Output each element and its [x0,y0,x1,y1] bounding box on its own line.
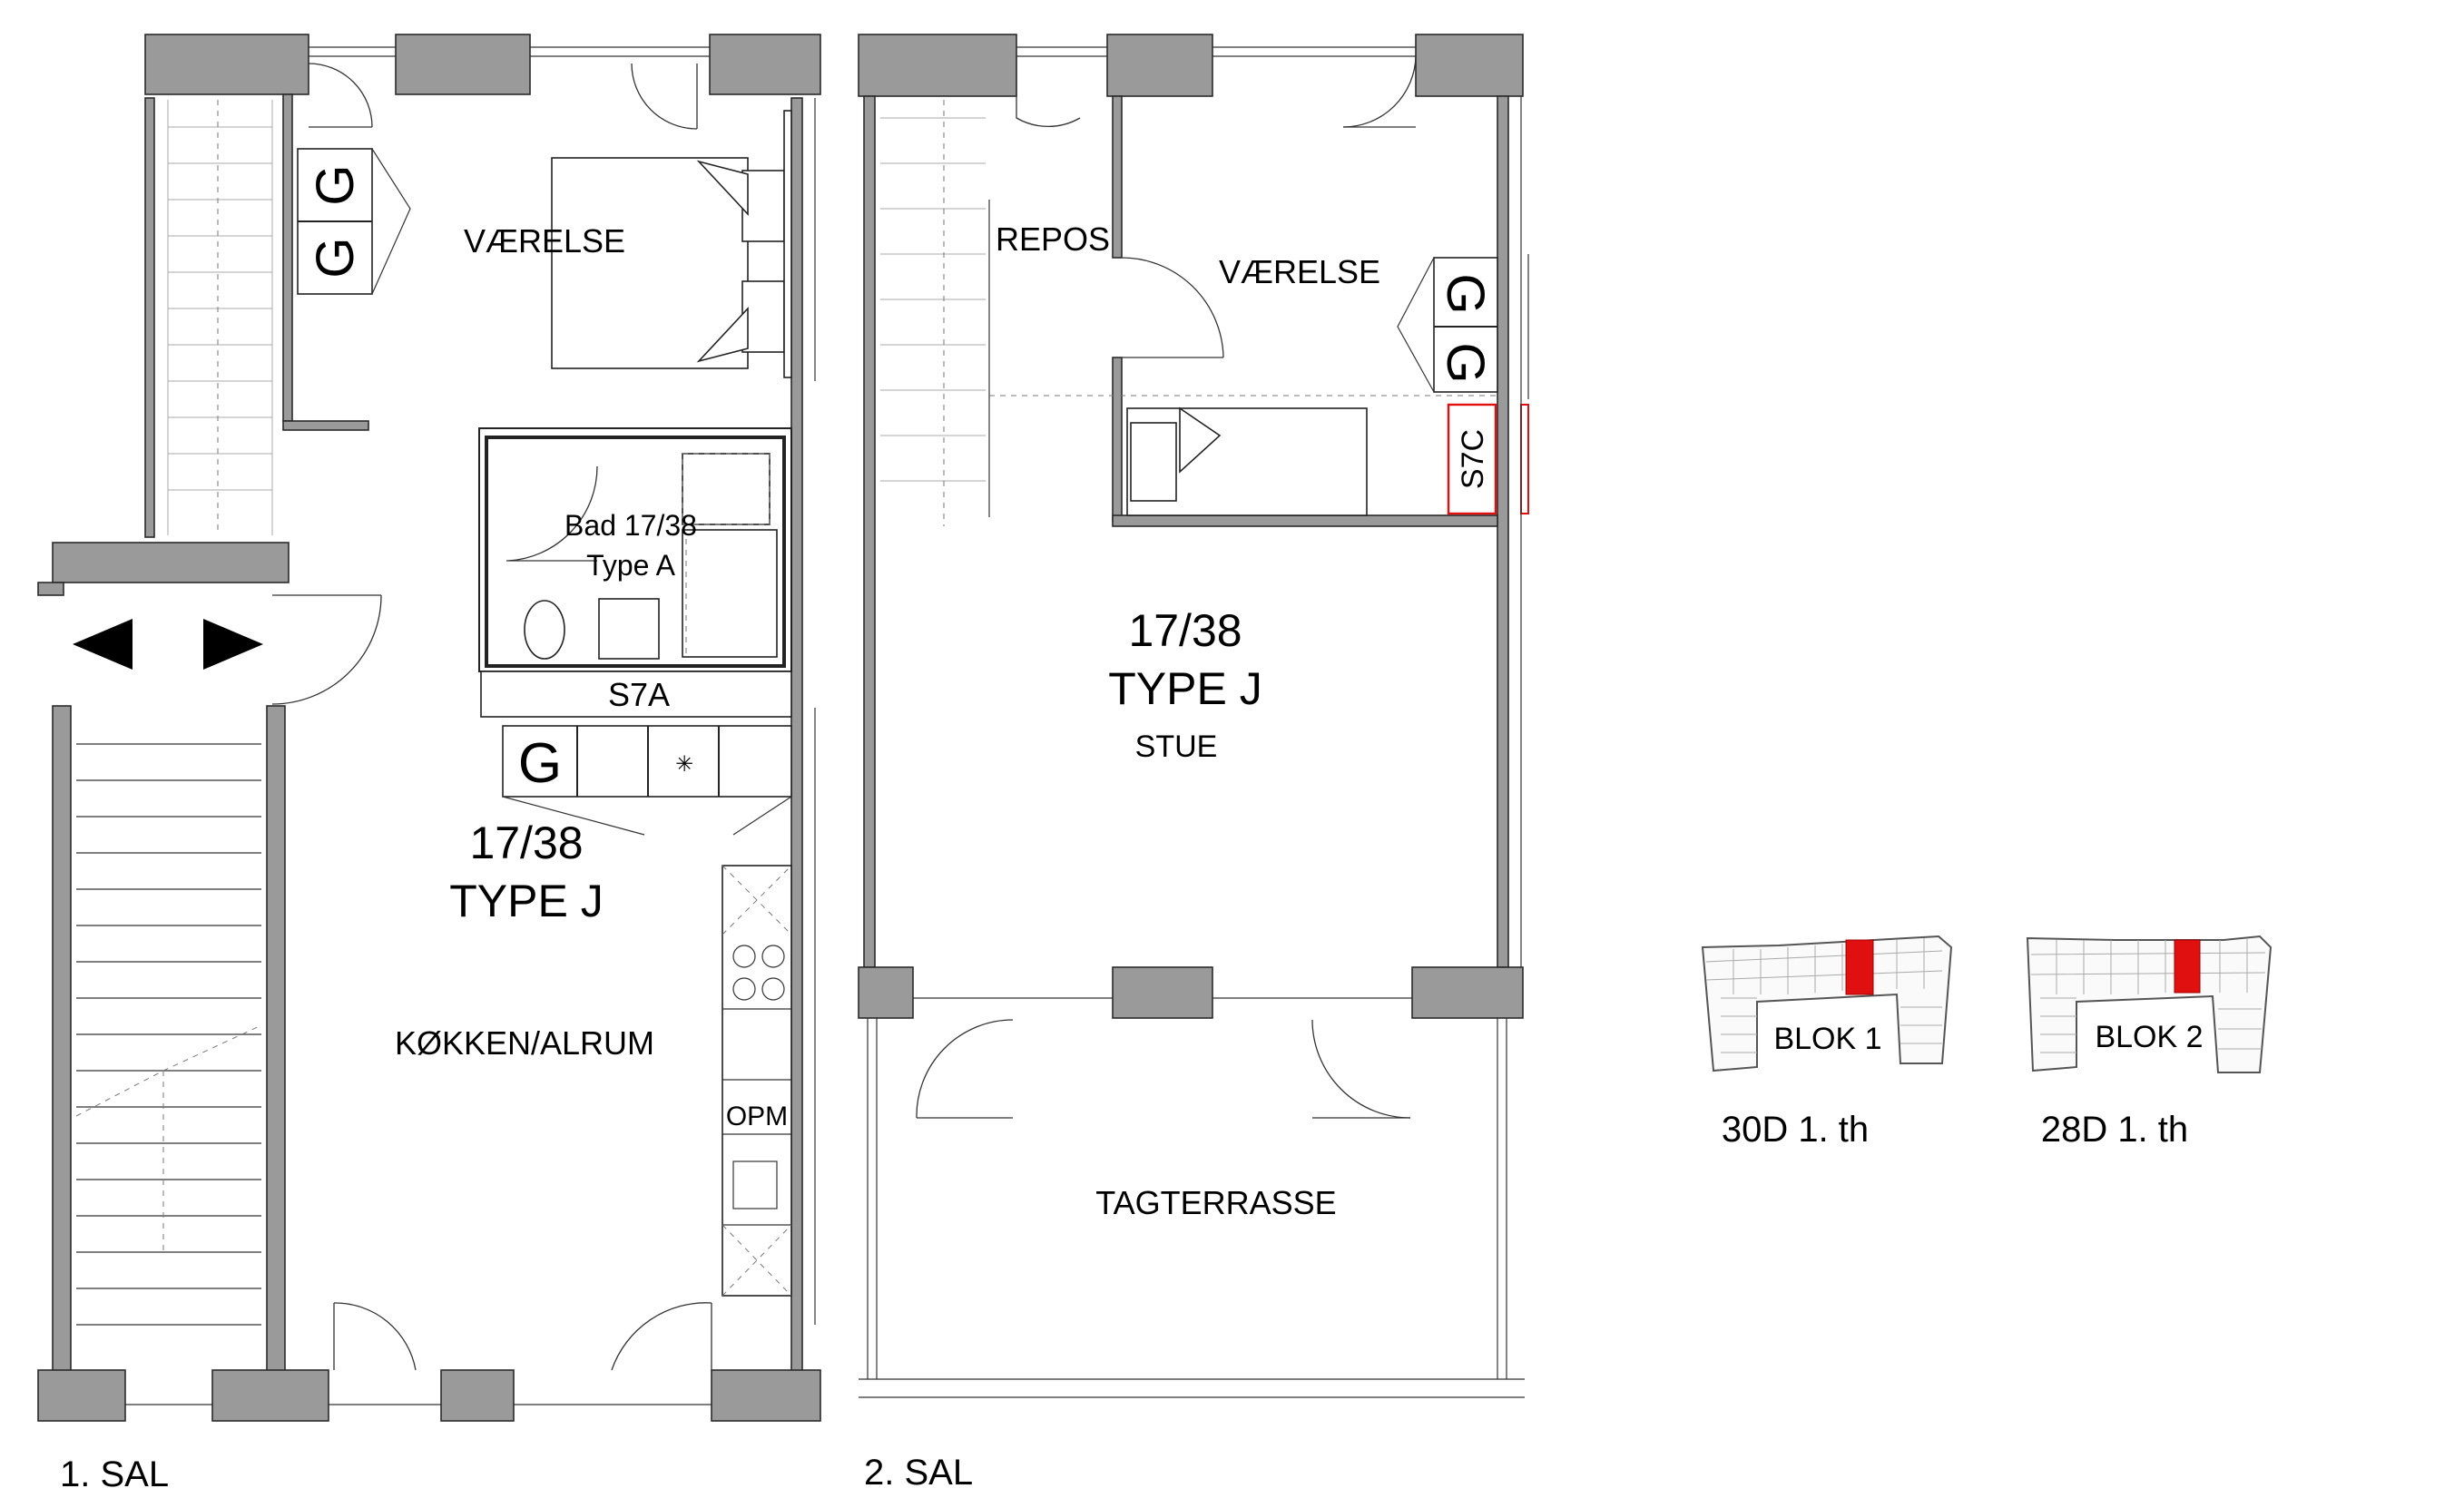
landing-label: REPOS [996,220,1110,258]
shaft-label: S7A [608,676,670,713]
key-plan-block-label: BLOK 2 [2095,1020,2203,1054]
wardrobe-mark: G [1436,342,1495,383]
single-bed [1126,406,1368,516]
stair-2 [880,100,1497,526]
lower-stair [75,743,262,1326]
shaft-label: S7C [1456,429,1490,489]
unit-number: 17/38 [469,818,583,868]
wardrobe-mark: G [1436,273,1495,314]
key-plan-blok-1: BLOK 1 30D 1. th [1701,935,1953,1150]
kitchen-side-counter [722,865,792,1297]
double-bed [551,110,792,378]
bedroom-label: VÆRELSE [1219,253,1380,290]
key-plan-block-label: BLOK 1 [1773,1022,1881,1056]
kitchen-label: KØKKEN/ALRUM [395,1024,654,1062]
terrace [859,1018,1525,1398]
fan-icon: ✳ [675,752,693,777]
bathroom-type: Type A [586,549,676,582]
living-label: STUE [1135,730,1218,764]
wardrobe-mark: G [306,237,365,278]
floor-2-plan: G G S7C REPOS VÆRELSE 17 [858,34,1529,1493]
kitchen-cabinet-mark: G [518,732,562,795]
kitchen-upper-counter [502,725,792,836]
upper-stair [167,100,273,535]
terrace-label: TAGTERRASSE [1095,1184,1336,1221]
arrow-left-icon [73,619,133,670]
floor-1-plan: G G S7A G ✳ [37,34,821,1494]
floor-2-label: 2. SAL [864,1453,973,1493]
shaft-s7c [1447,403,1497,515]
key-plan-address: 28D 1. th [2041,1110,2188,1150]
unit-number: 17/38 [1128,605,1242,656]
bathroom-unit [478,427,792,672]
unit-type: TYPE J [449,876,603,926]
floor-1-label: 1. SAL [60,1454,169,1494]
bedroom-label: VÆRELSE [464,222,625,259]
bathroom-name: Bad 17/38 [564,509,697,542]
key-plan-address: 30D 1. th [1722,1110,1869,1150]
opm-label: OPM [726,1102,788,1131]
key-plan-blok-2: BLOK 2 28D 1. th [2026,935,2273,1150]
unit-type: TYPE J [1108,663,1261,714]
wardrobe-mark: G [306,164,365,205]
arrow-right-icon [203,619,263,670]
